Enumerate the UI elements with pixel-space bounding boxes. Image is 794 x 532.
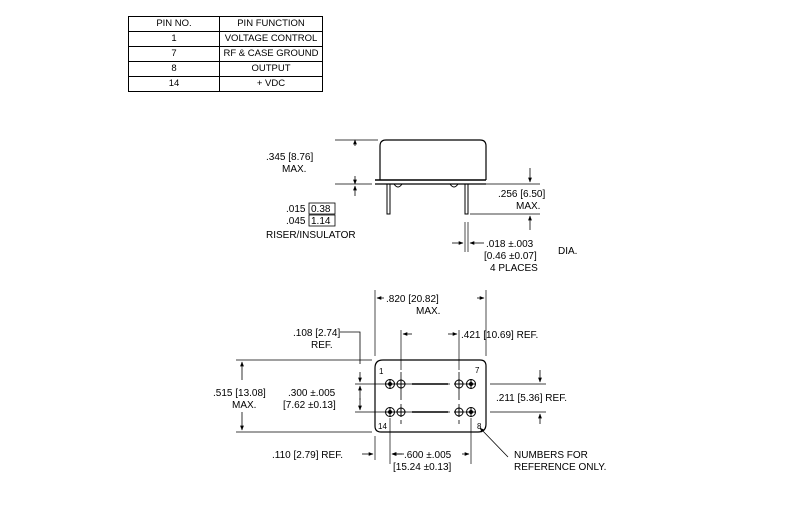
pin-8-ref — [454, 407, 464, 417]
width-max-label: MAX. — [416, 306, 440, 317]
side-view-labels: .345 [8.76] MAX. .015 0.38 .045 1.14 RIS… — [266, 152, 577, 274]
lead-length-max: MAX. — [516, 201, 540, 212]
riser-dim-b: .045 — [286, 216, 306, 227]
height-dim-label: .515 [13.08] — [213, 388, 266, 399]
note-line-1: NUMBERS FOR — [514, 450, 588, 461]
pin-7 — [466, 379, 476, 389]
offset-ref-label: REF. — [311, 340, 333, 351]
riser-bump — [393, 183, 403, 188]
pin-14 — [385, 407, 395, 417]
pin-label-14: 14 — [378, 422, 387, 431]
pin-14-ref — [396, 407, 406, 417]
side-view — [335, 139, 540, 252]
bottom-view-dimensions — [236, 290, 546, 464]
pin-spacing-mm: [15.24 ±0.13] — [393, 462, 452, 473]
pin-function-cell: + VDC — [219, 76, 323, 92]
left-ref: .110 [2.79] REF. — [272, 450, 343, 461]
bottom-view — [374, 359, 487, 433]
width-dim-label: .820 [20.82] — [386, 294, 439, 305]
pin-label-7: 7 — [475, 366, 480, 375]
lead-left — [386, 183, 391, 215]
lead-length-dim: .256 [6.50] — [498, 189, 545, 200]
table-row: 8 OUTPUT — [128, 61, 323, 77]
pin-1 — [385, 379, 395, 389]
pin-8 — [466, 407, 476, 417]
riser-bump — [449, 183, 459, 188]
lead-dia-label: DIA. — [558, 246, 577, 257]
table-row: 14 + VDC — [128, 76, 323, 92]
riser-dim-b-mm: 1.14 — [311, 216, 331, 227]
pin-label-1: 1 — [379, 367, 384, 376]
note-line-2: REFERENCE ONLY. — [514, 462, 606, 473]
height-dim-label: .345 [8.76] — [266, 152, 313, 163]
lead-dia-mm: [0.46 ±0.07] — [484, 251, 537, 262]
package-body-outline — [379, 139, 487, 180]
height-max-label: MAX. — [282, 164, 306, 175]
pin-1-ref — [396, 379, 406, 389]
table-row: 1 VOLTAGE CONTROL — [128, 31, 323, 47]
pin-spacing: .600 ±.005 — [404, 450, 452, 461]
riser-label: RISER/INSULATOR — [266, 230, 356, 241]
package-outline — [374, 359, 487, 433]
offset-ref: .108 [2.74] — [293, 328, 340, 339]
pin-7-ref — [454, 379, 464, 389]
bottom-view-labels: .820 [20.82] MAX. .421 [10.69] REF. .108… — [213, 294, 606, 473]
pin-number-labels: 1 7 14 8 — [378, 366, 482, 431]
pins — [385, 379, 476, 417]
lead-count: 4 PLACES — [490, 263, 538, 274]
riser-dim-a-mm: 0.38 — [311, 204, 331, 215]
pin-label-8: 8 — [477, 422, 482, 431]
riser-dim-a: .015 — [286, 204, 306, 215]
table-header-row: PIN NO. PIN FUNCTION — [128, 16, 323, 32]
row-spacing-mm: [7.62 ±0.13] — [283, 400, 336, 411]
lead-dia-dim: .018 ±.003 — [486, 239, 534, 250]
row-spacing: .300 ±.005 — [288, 388, 336, 399]
pin-span-ref: .421 [10.69] REF. — [461, 330, 538, 341]
vertical-ref: .211 [5.36] REF. — [496, 393, 567, 404]
pin-function-table: PIN NO. PIN FUNCTION 1 VOLTAGE CONTROL 7… — [128, 16, 323, 92]
lead-right — [464, 183, 469, 215]
height-max-label: MAX. — [232, 400, 256, 411]
